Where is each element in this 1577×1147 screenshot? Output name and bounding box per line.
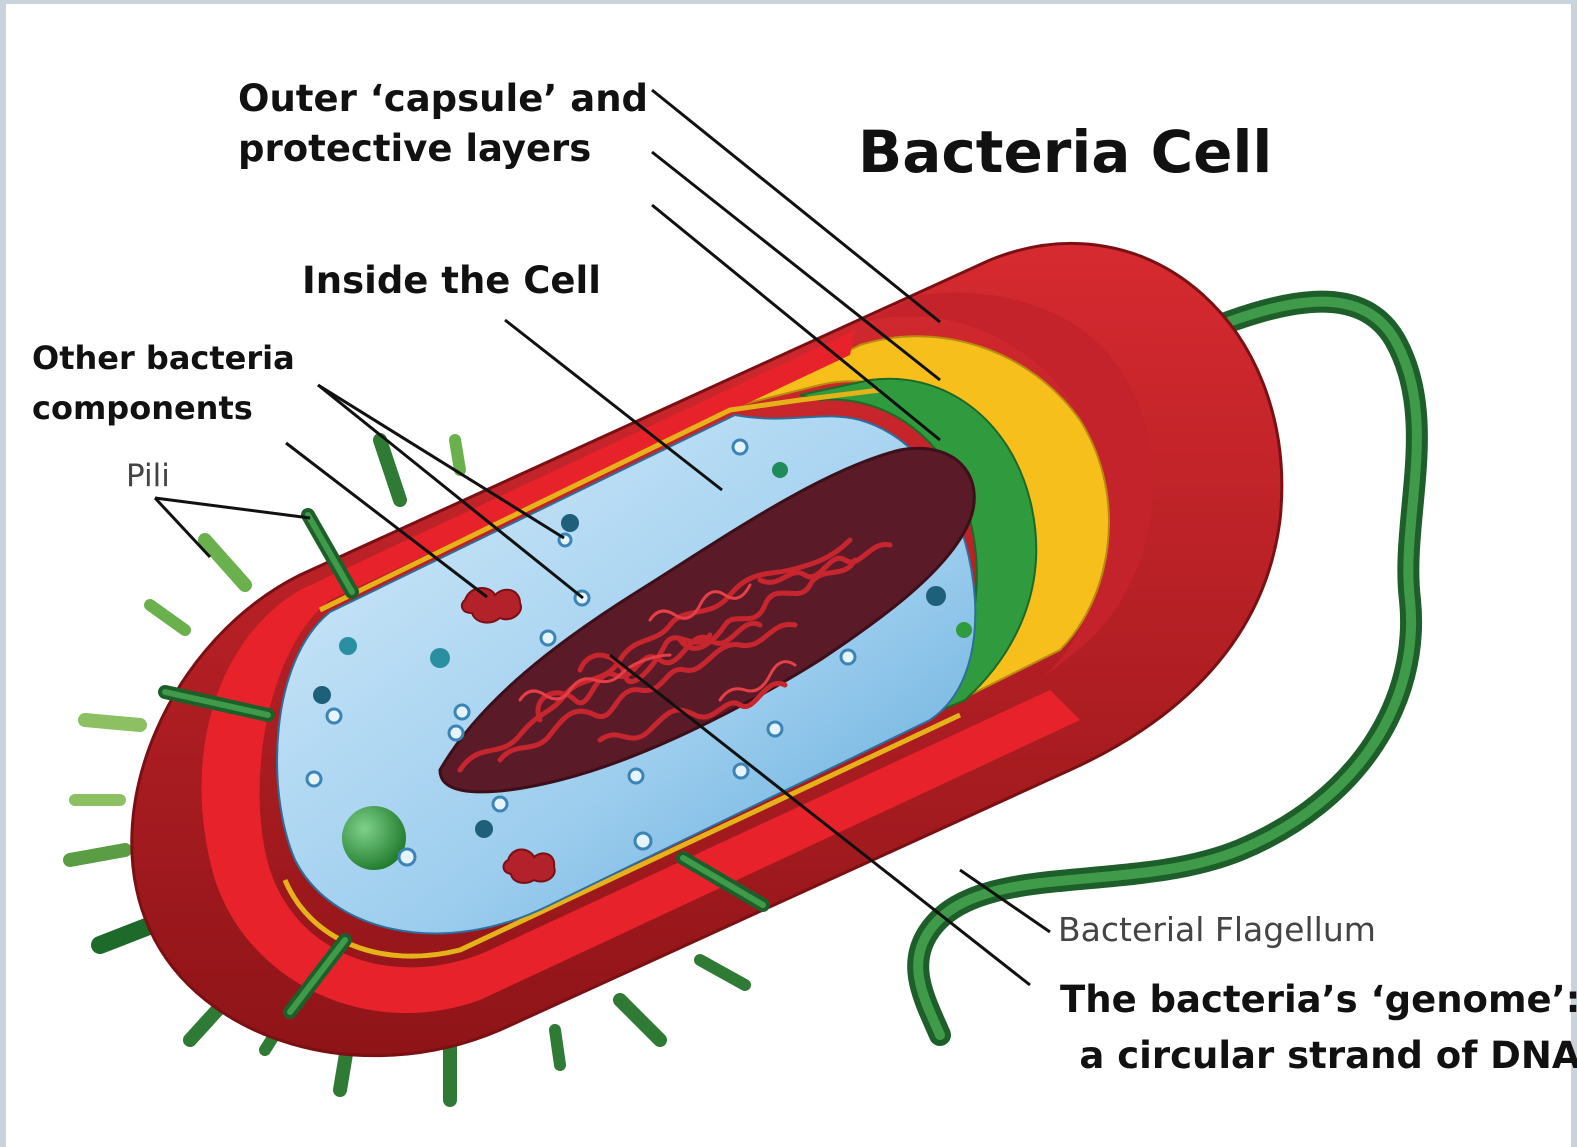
label-capsule: Outer ‘capsule’ and protective layers [238, 74, 648, 175]
label-flagellum: Bacterial Flagellum [1058, 908, 1376, 953]
diagram-title: Bacteria Cell [858, 118, 1272, 188]
label-genome: The bacteria’s ‘genome’: a circular stra… [1060, 972, 1577, 1083]
label-capsule-line-2: protective layers [238, 124, 648, 174]
label-pili: Pili [126, 455, 170, 497]
label-capsule-line-1: Outer ‘capsule’ and [238, 74, 648, 124]
label-genome-line-1: The bacteria’s ‘genome’: [1060, 972, 1577, 1028]
label-components: Other bacteria components [32, 334, 295, 433]
label-components-line-1: Other bacteria [32, 334, 295, 384]
label-genome-line-2: a circular strand of DNA [1060, 1028, 1577, 1084]
label-components-line-2: components [32, 384, 295, 434]
label-inside-cell: Inside the Cell [302, 256, 601, 306]
